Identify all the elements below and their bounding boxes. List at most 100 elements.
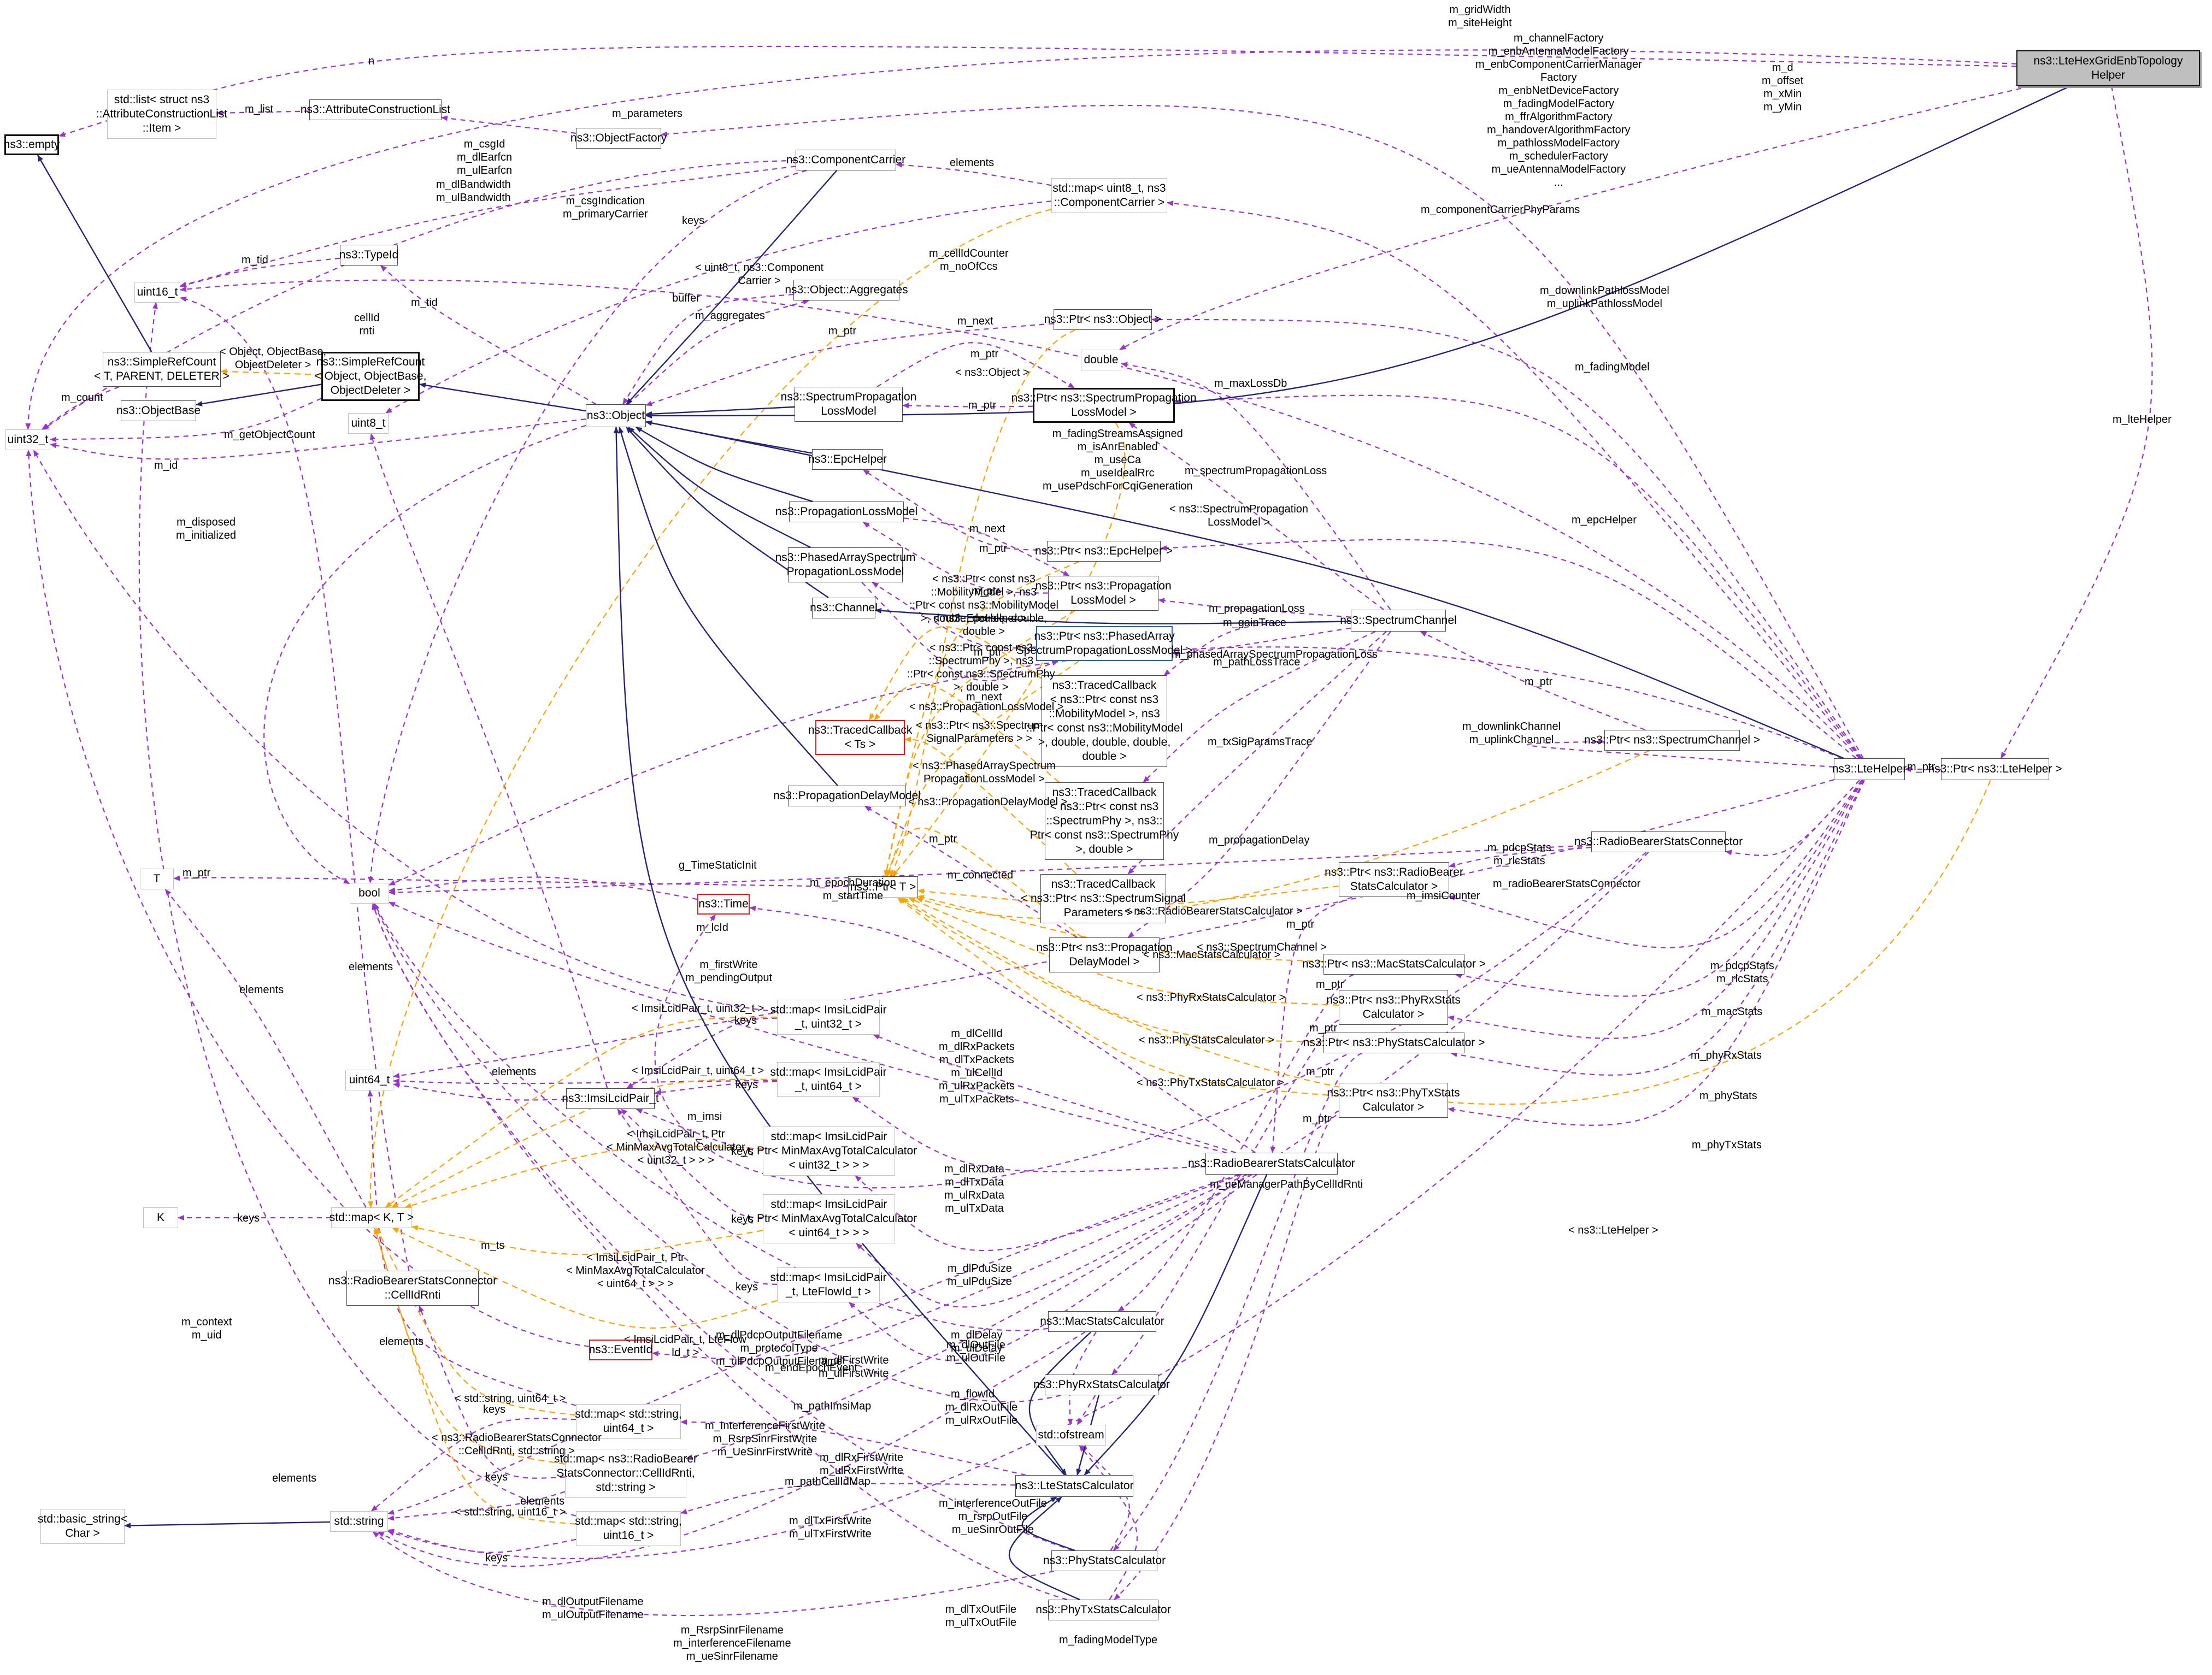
edge-label: m_dlCellId m_dlRxPackets m_dlTxPackets m… xyxy=(939,1028,1015,1105)
class-node-label: ns3::TypeId xyxy=(339,249,399,261)
class-node-ptrspec[interactable]: ns3::Ptr< ns3::SpectrumChannel > xyxy=(1584,730,1760,751)
edge-label: < ns3::SpectrumChannel > xyxy=(1197,941,1327,953)
edge-label: < ImsiLcidPair_t, LteFlow Id_t > xyxy=(624,1334,746,1359)
edge-ptrobj-object xyxy=(645,323,1054,406)
class-node-pdm[interactable]: ns3::PropagationDelayModel xyxy=(773,786,921,806)
class-node-kbox[interactable]: K xyxy=(143,1207,178,1228)
class-node-srt[interactable]: ns3::SimpleRefCount< T, PARENT, DELETER … xyxy=(94,352,230,387)
class-node-objfactory[interactable]: ns3::ObjectFactory xyxy=(570,128,667,149)
class-node-uint8[interactable]: uint8_t xyxy=(348,413,389,434)
class-node-aggregates[interactable]: ns3::Object::Aggregates xyxy=(785,280,908,300)
class-node-typeid[interactable]: ns3::TypeId xyxy=(339,245,399,266)
class-node-epchelper[interactable]: ns3::EpcHelper xyxy=(808,449,887,470)
class-node-spectrumchannel[interactable]: ns3::SpectrumChannel xyxy=(1340,610,1457,632)
edge-label: m_propagationLoss xyxy=(1209,603,1305,615)
class-node-tbox[interactable]: T xyxy=(140,869,174,889)
class-node-label: LossModel > xyxy=(1071,406,1137,418)
class-node-plm[interactable]: ns3::PropagationLossModel xyxy=(775,502,917,522)
class-node-ptrphy[interactable]: ns3::Ptr< ns3::PhyStatsCalculator > xyxy=(1303,1033,1485,1053)
edge-label: < ns3::Ptr< const ns3 ::SpectrumPhy >, n… xyxy=(907,642,1055,693)
class-node-phytxstats[interactable]: ns3::PhyTxStatsCalculator xyxy=(1036,1600,1171,1620)
class-node-tcsphy[interactable]: ns3::TracedCallback< ns3::Ptr< const ns3… xyxy=(1030,782,1179,860)
class-node-label: ::CellIdRnti xyxy=(384,1289,441,1301)
edge-mapil32-uint32 xyxy=(33,450,778,1012)
class-node-attrlist[interactable]: ns3::AttributeConstructionList xyxy=(301,99,450,120)
edge-spectrumchannel-ptrpas xyxy=(1172,627,1351,657)
class-node-label: std::map< ImsiLcidPair xyxy=(770,1130,887,1143)
edge-label: m_spectrumPropagationLoss xyxy=(1185,465,1327,477)
class-node-ptrlte[interactable]: ns3::Ptr< ns3::LteHelper > xyxy=(1928,758,2062,780)
edge-channel-object xyxy=(626,427,829,598)
edge-label: m_ptr xyxy=(1907,761,1935,773)
class-node-ptrepc[interactable]: ns3::Ptr< ns3::EpcHelper > xyxy=(1035,541,1173,562)
class-node-rbsconn[interactable]: ns3::RadioBearerStatsConnector xyxy=(1574,831,1743,852)
edge-plm-object xyxy=(635,426,813,503)
class-node-macstats[interactable]: ns3::MacStatsCalculator xyxy=(1040,1311,1164,1332)
edge-label: m_interferenceOutFile m_rsrpOutFile m_ue… xyxy=(939,1497,1047,1536)
class-node-empty[interactable]: ns3::empty xyxy=(4,134,60,155)
class-node-tcmob[interactable]: ns3::TracedCallback< ns3::Ptr< const ns3… xyxy=(1026,675,1183,767)
edge-rbscalc-eventid xyxy=(652,1173,1248,1360)
class-node-label: PropagationLossModel xyxy=(786,565,904,578)
edge-mapil32-imsilcid xyxy=(626,1017,778,1089)
class-node-channel[interactable]: ns3::Channel xyxy=(810,598,878,618)
class-node-dbl[interactable]: double xyxy=(1081,350,1121,370)
class-node-mapil32[interactable]: std::map< ImsiLcidPair_t, uint32_t > xyxy=(770,1000,887,1035)
class-node-ltehelper[interactable]: ns3::LteHelper xyxy=(1832,758,1907,780)
edge-ltehelper-uint16 xyxy=(180,279,1860,759)
class-node-ltestats[interactable]: ns3::LteStatsCalculator xyxy=(1015,1475,1134,1497)
class-node-mapil64[interactable]: std::map< ImsiLcidPair_t, uint64_t > xyxy=(770,1062,887,1097)
class-node-ptrobj[interactable]: ns3::Ptr< ns3::Object > xyxy=(1044,309,1161,330)
edge-label: < ImsiLcidPair_t, Ptr < MinMaxAvgTotalCa… xyxy=(607,1128,745,1166)
class-node-label: uint16_t xyxy=(137,286,178,298)
class-node-phyrxstats[interactable]: ns3::PhyRxStatsCalculator xyxy=(1033,1375,1170,1395)
class-node-tcts[interactable]: ns3::TracedCallback< Ts > xyxy=(808,720,912,755)
class-node-uint16[interactable]: uint16_t xyxy=(134,282,180,303)
edge-label: < ns3::LteHelper > xyxy=(1568,1224,1658,1236)
class-node-object[interactable]: ns3::Object xyxy=(586,404,646,427)
class-node-uint64[interactable]: uint64_t xyxy=(345,1070,393,1090)
class-node-mapstr16[interactable]: std::map< std::string,uint16_t > xyxy=(575,1511,682,1546)
class-node-rbccell[interactable]: ns3::RadioBearerStatsConnector::CellIdRn… xyxy=(328,1271,497,1306)
class-node-label: ns3::PropagationDelayModel xyxy=(773,789,921,802)
class-node-mapu8cc[interactable]: std::map< uint8_t, ns3::ComponentCarrier… xyxy=(1051,178,1167,213)
edge-pdm-object xyxy=(618,427,838,786)
class-node-label: ns3::PhyStatsCalculator xyxy=(1043,1554,1166,1567)
class-node-ptrmac[interactable]: ns3::Ptr< ns3::MacStatsCalculator > xyxy=(1302,954,1486,975)
class-node-listitem[interactable]: std::list< struct ns3::AttributeConstruc… xyxy=(96,90,227,139)
class-node-rbscalc[interactable]: ns3::RadioBearerStatsCalculator xyxy=(1188,1153,1355,1175)
class-node-boolbox[interactable]: bool xyxy=(350,883,389,904)
class-node-tcssp[interactable]: ns3::TracedCallback< ns3::Ptr< ns3::Spec… xyxy=(1021,874,1186,923)
class-node-basicstring[interactable]: std::basic_string<Char > xyxy=(38,1509,127,1544)
class-node-sro[interactable]: ns3::SimpleRefCount< Object, ObjectBase,… xyxy=(315,352,426,401)
class-node-ptrt[interactable]: ns3::Ptr< T > xyxy=(848,876,918,898)
class-node-objbase[interactable]: ns3::ObjectBase xyxy=(116,400,201,421)
class-node-imsilcid[interactable]: ns3::ImsiLcidPair_t xyxy=(562,1088,659,1109)
edge-label: < ns3::MacStatsCalculator > xyxy=(1143,949,1281,961)
class-node-stdstring[interactable]: std::string xyxy=(330,1511,388,1532)
class-node-eventid[interactable]: ns3::EventId xyxy=(589,1340,652,1360)
class-node-ofstream[interactable]: std::ofstream xyxy=(1036,1425,1106,1446)
class-node-mapilflow[interactable]: std::map< ImsiLcidPair_t, LteFlowId_t > xyxy=(770,1267,887,1302)
edge-label: m_radioBearerStatsConnector xyxy=(1493,878,1641,890)
class-node-mapkt[interactable]: std::map< K, T > xyxy=(330,1207,414,1228)
class-node-mapstr64[interactable]: std::map< std::string,uint64_t > xyxy=(575,1404,682,1439)
class-node-time[interactable]: ns3::Time xyxy=(697,894,750,915)
class-node-mapilmm64[interactable]: std::map< ImsiLcidPair_t, Ptr< MinMaxAvg… xyxy=(741,1194,917,1243)
class-node-uint32[interactable]: uint32_t xyxy=(5,429,50,450)
edge-label: m_csgIndication m_primaryCarrier xyxy=(563,195,648,220)
class-node-mapilmm32[interactable]: std::map< ImsiLcidPair_t, Ptr< MinMaxAvg… xyxy=(741,1127,917,1176)
class-node-phystats[interactable]: ns3::PhyStatsCalculator xyxy=(1043,1550,1166,1571)
class-node-compcarrier[interactable]: ns3::ComponentCarrier xyxy=(786,150,905,170)
